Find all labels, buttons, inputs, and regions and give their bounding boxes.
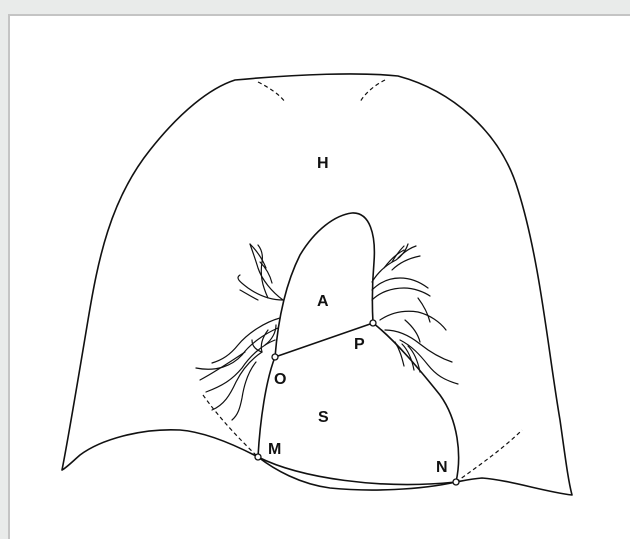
right-appendage	[372, 244, 458, 384]
region-S-bottom-edge	[258, 457, 456, 484]
label-H: H	[317, 155, 329, 172]
left-appendage	[196, 244, 283, 420]
suture-lower-left	[203, 395, 258, 457]
point-O	[272, 354, 278, 360]
point-P	[370, 320, 376, 326]
point-M	[255, 454, 261, 460]
point-N	[453, 479, 459, 485]
suture-top-right	[360, 80, 385, 102]
label-O: O	[274, 371, 286, 388]
suture-lower-right	[456, 430, 522, 482]
suture-top-left	[258, 82, 285, 102]
label-S: S	[318, 409, 329, 426]
label-M: M	[268, 441, 281, 458]
head-outline	[62, 74, 572, 495]
label-A: A	[317, 293, 329, 310]
label-P: P	[354, 336, 365, 353]
label-N: N	[436, 459, 448, 476]
